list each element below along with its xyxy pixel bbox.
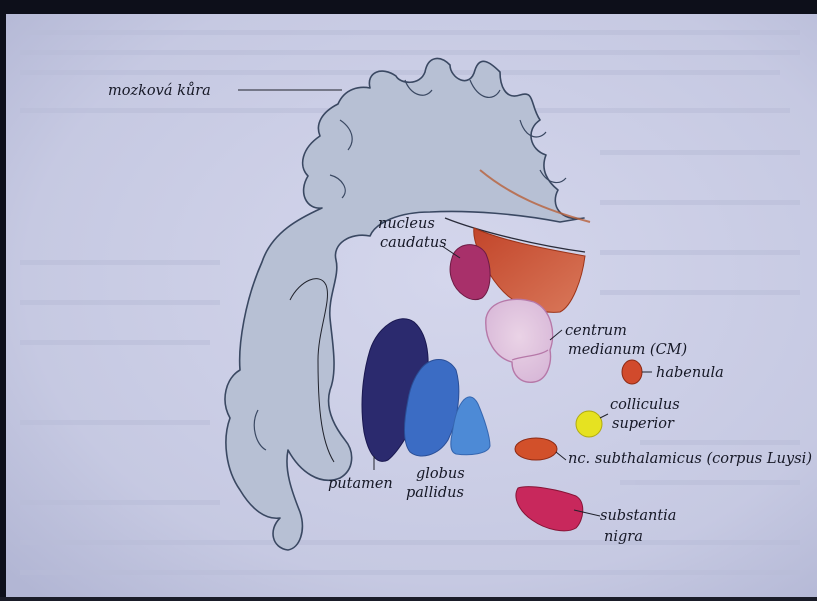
label-caudatus-2: caudatus [380,235,447,251]
label-cortex: mozková kůra [108,82,211,99]
label-colliculus-1: colliculus [610,397,680,413]
label-colliculus-2: superior [612,416,675,432]
label-cm-1: centrum [565,323,627,339]
label-caudatus-1: nucleus [378,216,435,232]
habenula-shape [622,360,642,384]
label-nigra-2: nigra [604,529,643,545]
label-nigra-1: substantia [600,508,676,524]
label-globus-2: pallidus [406,485,464,501]
colliculus-superior-shape [576,411,602,437]
subthalamic-nucleus-shape [515,438,557,460]
label-globus-1: globus [416,466,465,482]
label-habenula: habenula [656,365,724,381]
label-cm-2: medianum (CM) [568,342,687,358]
label-subthalamic: nc. subthalamicus (corpus Luysi) [568,451,812,467]
label-putamen: putamen [328,476,393,492]
